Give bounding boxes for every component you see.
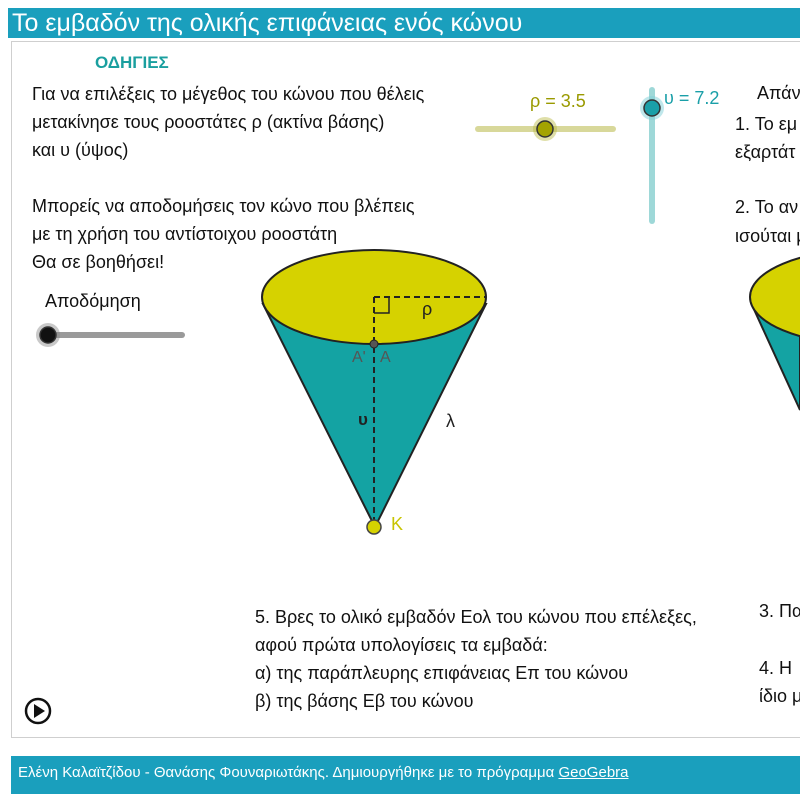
right-angle-mark [374, 297, 390, 314]
task5-line: β) της βάσης Εβ του κώνου [255, 691, 474, 711]
rho-slider-label: ρ = 3.5 [530, 91, 586, 111]
height-label: υ [358, 410, 368, 429]
title-bar [8, 8, 800, 38]
play-triangle [34, 704, 45, 718]
deconstruct-slider-handle[interactable] [39, 326, 57, 344]
instruction-line: Για να επιλέξεις το μέγεθος του κώνου πο… [32, 84, 425, 104]
question-1-line: εξαρτάτ [735, 142, 796, 162]
question-3-line: 3. Πα [759, 601, 800, 621]
instruction-line: με τη χρήση του αντίστοιχου ροοστάτη [32, 224, 338, 244]
second-cone-base [749, 256, 800, 338]
question-2-line: 2. Το αν [735, 197, 799, 217]
instruction-line: μετακίνησε τους ροοστάτες ρ (ακτίνα βάση… [32, 112, 385, 132]
instruction-line: Θα σε βοηθήσει! [32, 252, 165, 272]
geogebra-link[interactable]: GeoGebra [558, 764, 629, 781]
play-button[interactable] [24, 697, 52, 725]
question-2-line: ισούται μ [735, 226, 800, 246]
rho-slider-handle[interactable] [536, 120, 554, 138]
question-4-line: ίδιο μ [759, 686, 800, 706]
footer-bar [11, 756, 800, 794]
height-slider-handle[interactable] [643, 99, 661, 117]
radius-label: ρ [422, 299, 432, 319]
deconstruct-slider-label: Αποδόμηση [45, 291, 141, 311]
instruction-line: Μπορείς να αποδομήσεις τον κώνο που βλέπ… [32, 196, 415, 216]
point-a-label: Α [380, 349, 391, 366]
task5-line: 5. Βρες το ολικό εμβαδόν Εολ του κώνου π… [255, 607, 697, 627]
height-slider-label: υ = 7.2 [664, 88, 720, 108]
point-a [369, 339, 379, 349]
point-a-prime-label: Α' [352, 349, 366, 366]
instruction-line: και υ (ύψος) [32, 140, 129, 160]
task5-line: α) της παράπλευρης επιφάνειας Επ του κών… [255, 663, 629, 683]
page-title: Το εμβαδόν της ολικής επιφάνειας ενός κώ… [12, 9, 523, 37]
question-4-line: 4. Η [759, 658, 793, 678]
slant-label: λ [446, 411, 455, 431]
footer-text: Ελένη Καλαϊτζίδου - Θανάσης Φουναριωτάκη… [18, 764, 559, 781]
footer-credit: Ελένη Καλαϊτζίδου - Θανάσης Φουναριωτάκη… [18, 763, 629, 783]
question-1-line: 1. Το εμ [735, 114, 798, 134]
answers-heading: Απάν [757, 83, 800, 103]
apex-point[interactable] [366, 519, 382, 535]
task5-line: αφού πρώτα υπολογίσεις τα εμβαδά: [255, 635, 548, 655]
apex-label: Κ [391, 514, 403, 534]
instructions-heading: ΟΔΗΓΙΕΣ [95, 53, 169, 72]
